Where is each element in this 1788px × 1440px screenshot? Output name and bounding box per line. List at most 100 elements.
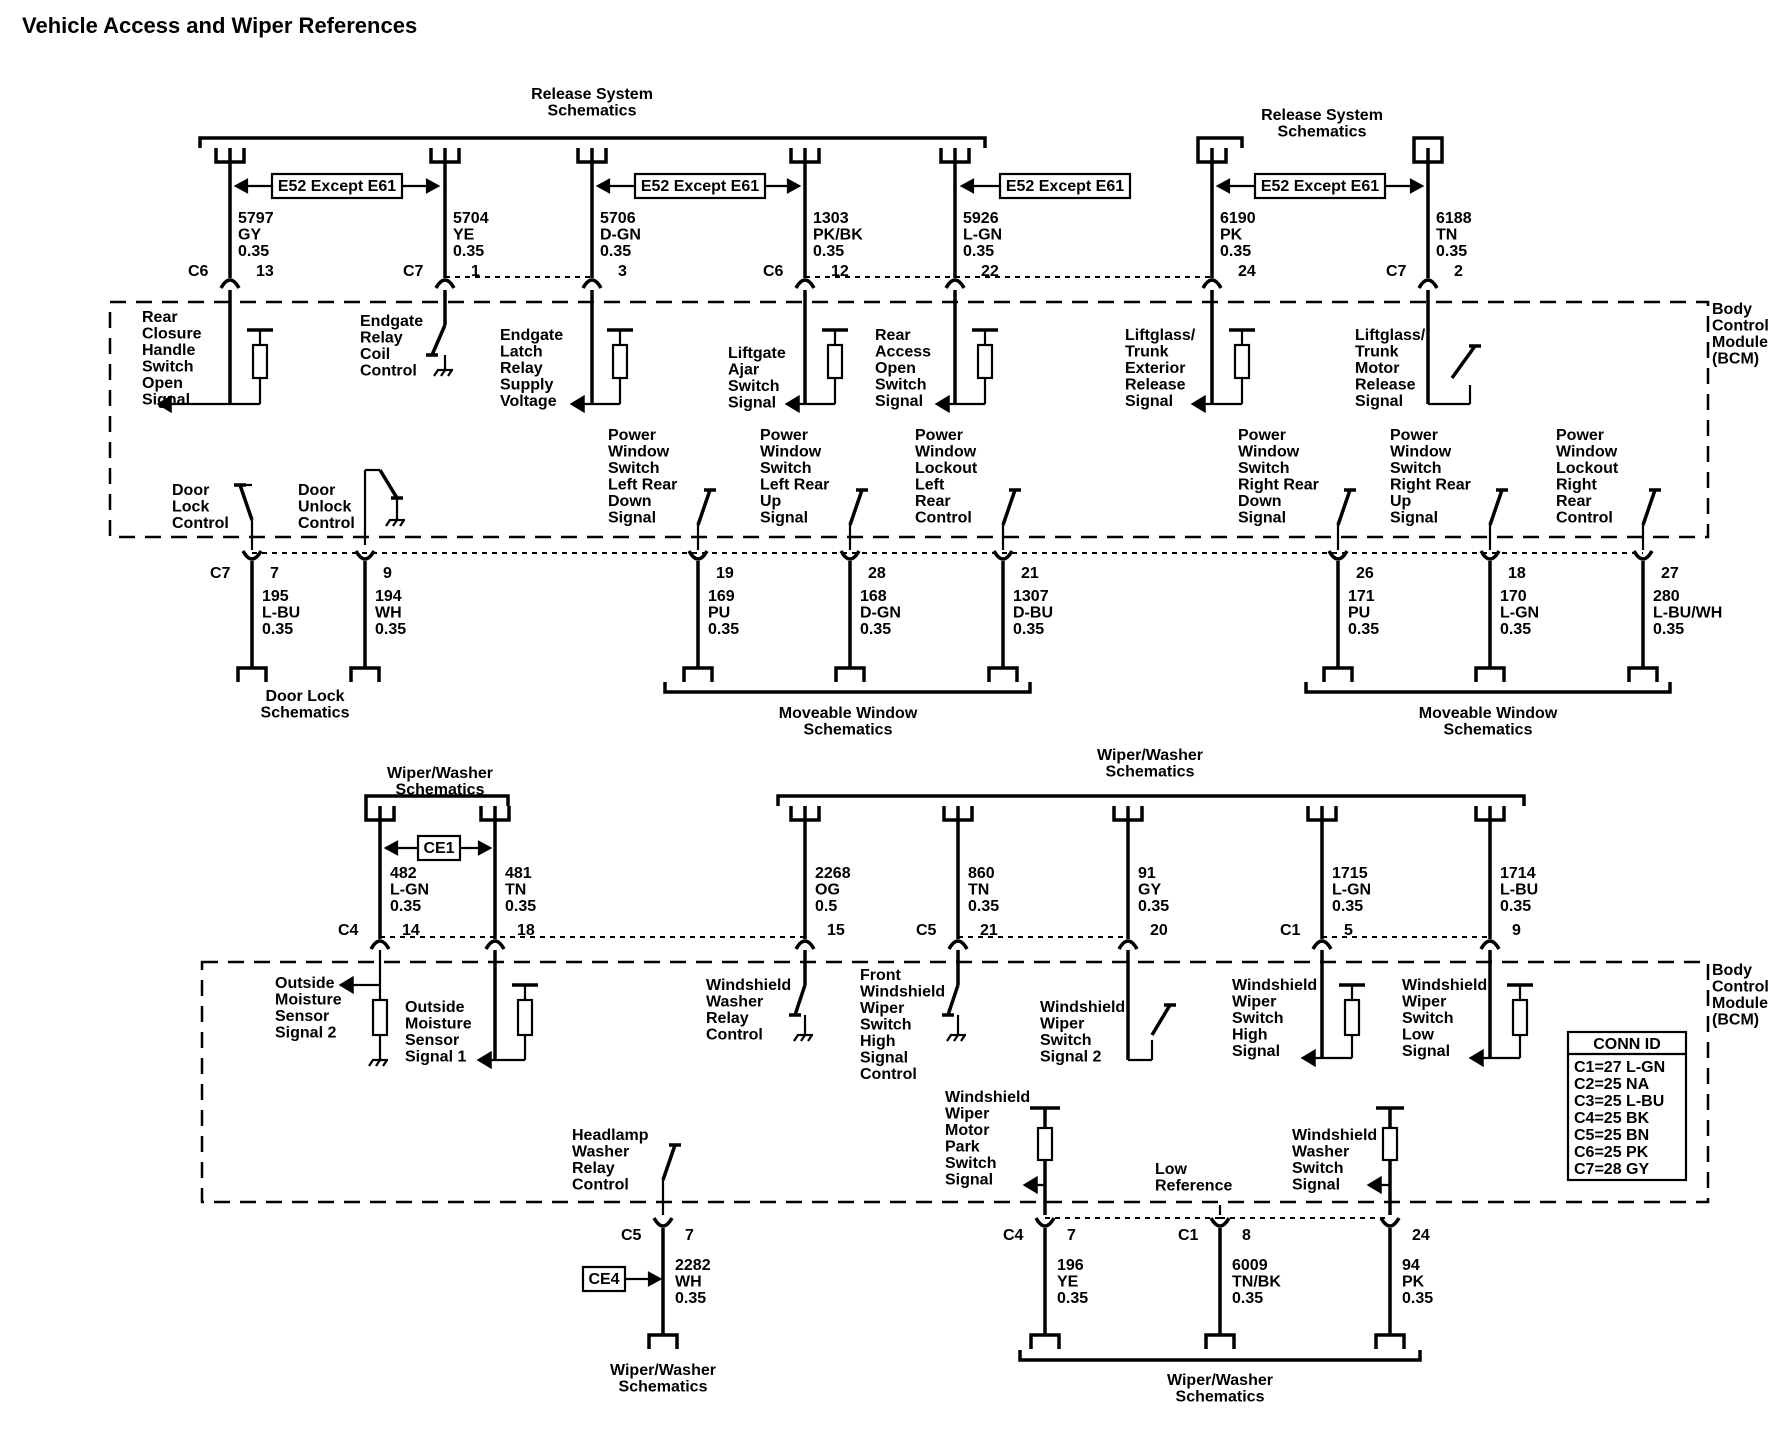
circuit-spec: 0.35 [1013, 621, 1044, 638]
arrow-head [934, 394, 950, 414]
circuit-function-label: Windshield [1232, 977, 1317, 994]
circuit-spec: 2282 [675, 1257, 711, 1274]
circuit-function-label: Reference [1155, 1178, 1232, 1195]
circuit-function-label: Trunk [1125, 344, 1169, 361]
circuit-function-label: Endgate [360, 313, 423, 330]
circuit-spec: 168 [860, 588, 887, 605]
circuit-spec: D-GN [600, 227, 641, 244]
pin-number: 1 [471, 263, 480, 280]
circuit-spec: 0.35 [813, 243, 844, 260]
connector-id: C1 [1178, 1227, 1199, 1244]
resistor [251, 343, 269, 380]
circuit-spec: PK/BK [813, 227, 863, 244]
circuit-function-label: Window [760, 444, 822, 461]
circuit-spec: 1307 [1013, 588, 1049, 605]
bcm-boundary-upper [108, 300, 1710, 539]
release-schematics-ref: Schematics [548, 103, 637, 120]
ground-symbol [447, 369, 453, 377]
circuit-function-label: Liftglass/ [1355, 327, 1426, 344]
resistor [611, 343, 629, 380]
terminal-bracket [1322, 666, 1354, 682]
circuit-spec: 0.35 [453, 243, 484, 260]
circuit-function-label: Signal [728, 395, 776, 412]
circuit-spec: L-BU [262, 605, 300, 622]
connector-pin [1034, 1217, 1056, 1228]
ground-symbol [392, 519, 398, 527]
conn-id-row: C7=28 GY [1574, 1161, 1649, 1178]
circuit-spec: YE [1057, 1274, 1079, 1291]
circuit-function-label: Supply [500, 377, 553, 394]
circuit-function-label: Control [298, 515, 355, 532]
circuit-function-label: Outside [275, 975, 335, 992]
arrow-head [425, 178, 441, 194]
pin-number: 20 [1150, 922, 1168, 939]
circuit-function-label: Left Rear [608, 477, 677, 494]
circuit-function-label: Wiper [945, 1106, 989, 1123]
circuit-function-label: Power [1238, 427, 1286, 444]
circuit-spec: TN [968, 882, 989, 899]
connector-pin [369, 939, 391, 950]
circuit-function-label: Handle [142, 342, 195, 359]
circuit-function-label: High [1232, 1027, 1268, 1044]
wiper-schematics-ref: Schematics [1106, 764, 1195, 781]
circuit-function-label: Switch [945, 1155, 997, 1172]
connector-id: C7 [1386, 263, 1407, 280]
connector-pin [581, 278, 603, 289]
circuit-function-label: Right Rear [1238, 477, 1319, 494]
circuit-function-label: Control [1556, 510, 1613, 527]
switch-contact [793, 984, 807, 1016]
page-title: Vehicle Access and Wiper References [22, 13, 417, 38]
release-schematics-ref: Release System [531, 86, 653, 103]
conn-id-row: C3=25 L-BU [1574, 1093, 1664, 1110]
circuit-function-label: Relay [572, 1160, 615, 1177]
resistor [1511, 998, 1529, 1037]
arrow-head [233, 178, 249, 194]
circuit-function-label: Signal [1238, 510, 1286, 527]
circuit-spec: 0.35 [1332, 898, 1363, 915]
circuit-function-label: Window [1556, 444, 1618, 461]
circuit-spec: 481 [505, 865, 532, 882]
arrow-head [569, 394, 585, 414]
circuit-spec: L-GN [1500, 605, 1539, 622]
ground-symbol [375, 1059, 381, 1067]
connector-pin [1311, 939, 1333, 950]
pin-number: 12 [831, 263, 849, 280]
option-e52-1 [270, 172, 404, 200]
circuit-spec: 5797 [238, 210, 274, 227]
circuit-spec: 0.35 [1436, 243, 1467, 260]
resistor [976, 343, 994, 380]
circuit-function-label: Switch [1390, 460, 1442, 477]
circuit-function-label: Switch [1232, 1010, 1284, 1027]
circuit-function-label: Latch [500, 344, 543, 361]
conn-id-row: C4=25 BK [1574, 1110, 1650, 1127]
circuit-function-label: Window [1390, 444, 1452, 461]
connector-pin [241, 550, 263, 561]
connector-pin [1417, 278, 1439, 289]
connector-id: C7 [210, 565, 231, 582]
switch-contact [848, 489, 864, 526]
circuit-function-label: Power [1556, 427, 1604, 444]
door-lock-schematics-ref: Schematics [261, 705, 350, 722]
circuit-function-label: Control [915, 510, 972, 527]
terminal-bracket [1412, 136, 1444, 148]
switch-contact [1001, 489, 1017, 526]
bcm-label: Control [1712, 318, 1769, 335]
circuit-spec: 0.35 [238, 243, 269, 260]
connector-id: C5 [621, 1227, 642, 1244]
circuit-function-label: Switch [1040, 1032, 1092, 1049]
arrow-head [959, 178, 975, 194]
circuit-function-label: Wiper [1232, 994, 1276, 1011]
window-bus-bracket [1304, 682, 1672, 694]
resistor [1233, 343, 1251, 380]
circuit-function-label: Exterior [1125, 360, 1185, 377]
option-ce1-label: CE1 [423, 840, 454, 857]
switch-contact [1450, 344, 1477, 380]
switch-contact [696, 489, 712, 526]
connector-id: C5 [916, 922, 937, 939]
circuit-spec: 0.35 [1500, 898, 1531, 915]
arrow-head [786, 178, 802, 194]
circuit-spec: WH [375, 605, 402, 622]
circuit-spec: 0.35 [1348, 621, 1379, 638]
connector-pin [1209, 1217, 1231, 1228]
